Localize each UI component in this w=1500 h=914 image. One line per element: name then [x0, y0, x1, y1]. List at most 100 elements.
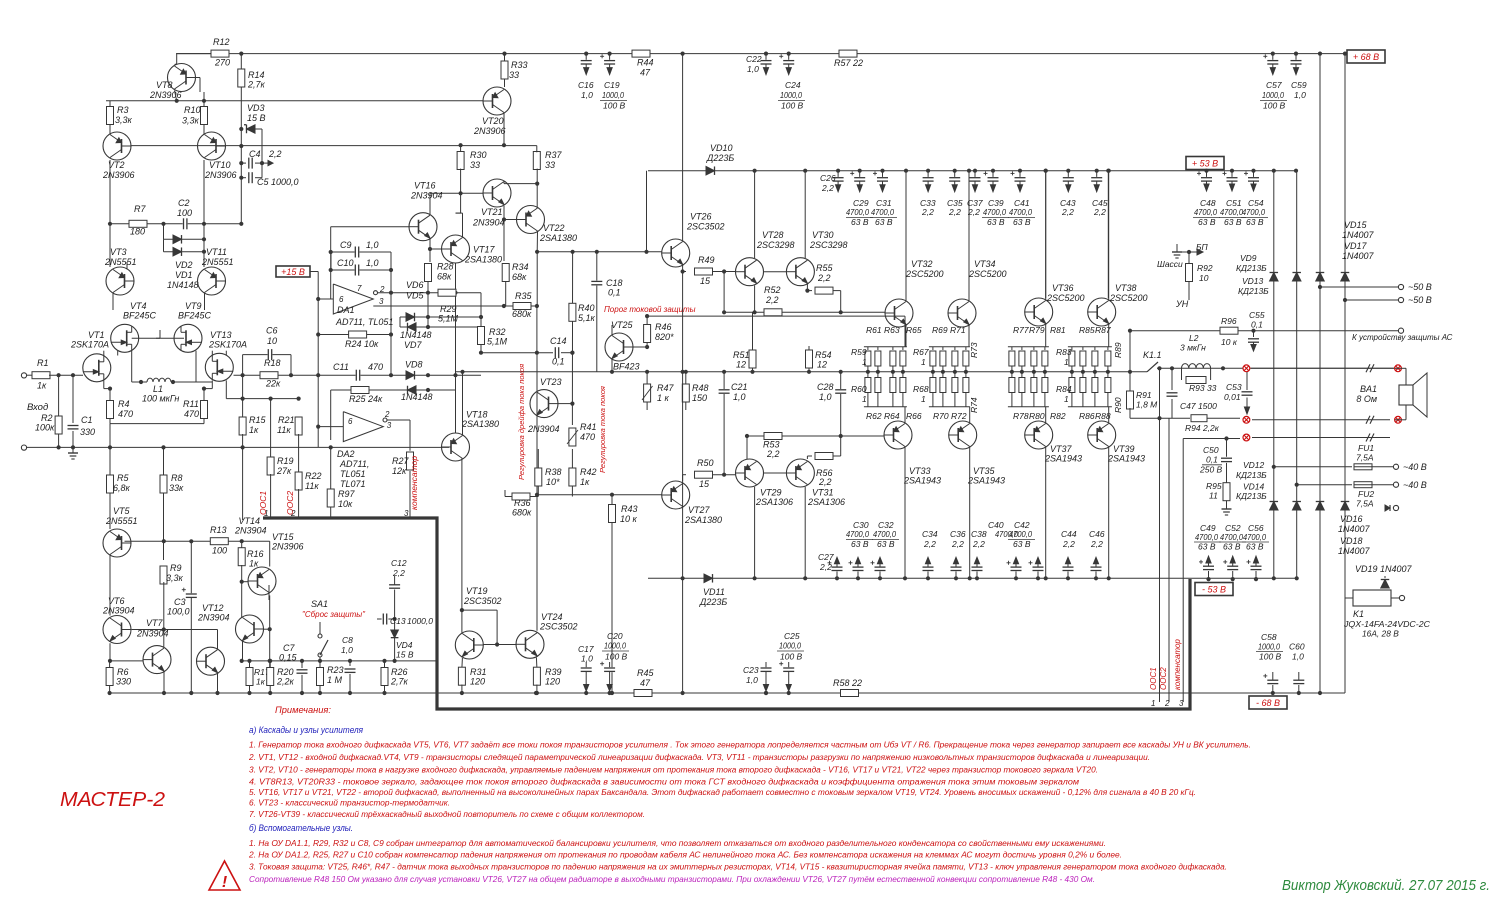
svg-text:VD4: VD4	[396, 640, 413, 650]
svg-text:2,2: 2,2	[923, 539, 936, 549]
svg-text:63 В: 63 В	[1223, 542, 1241, 552]
svg-text:R22: R22	[305, 471, 322, 481]
svg-text:C1: C1	[81, 415, 93, 425]
svg-text:R87: R87	[1095, 325, 1111, 335]
svg-text:63 В: 63 В	[1013, 217, 1031, 227]
svg-text:C22: C22	[746, 54, 762, 64]
svg-text:1,0: 1,0	[581, 90, 593, 100]
svg-text:7,5А: 7,5А	[1356, 453, 1374, 463]
svg-text:R56: R56	[816, 468, 833, 478]
svg-text:R38: R38	[545, 467, 562, 477]
svg-text:R44: R44	[637, 58, 654, 68]
svg-text:2SA1380: 2SA1380	[684, 515, 722, 525]
svg-text:VT22: VT22	[543, 223, 565, 233]
svg-text:FU1: FU1	[1358, 443, 1374, 453]
svg-text:470: 470	[368, 362, 383, 372]
svg-text:63 В: 63 В	[1198, 217, 1216, 227]
svg-text:6,8к: 6,8к	[113, 483, 131, 493]
svg-text:2,2: 2,2	[1093, 207, 1106, 217]
svg-text:R2: R2	[41, 413, 53, 423]
svg-text:1к: 1к	[37, 381, 47, 391]
svg-text:1000,0: 1000,0	[779, 642, 801, 651]
svg-text:1 М: 1 М	[327, 675, 343, 685]
svg-text:R31: R31	[470, 667, 487, 677]
svg-text:Примечания:: Примечания:	[275, 705, 331, 715]
svg-text:47: 47	[640, 68, 651, 78]
svg-text:VD14: VD14	[1243, 482, 1265, 492]
svg-text:2N3904: 2N3904	[410, 191, 443, 201]
svg-text:1000,0: 1000,0	[602, 91, 624, 100]
svg-text:2,2к: 2,2к	[276, 677, 295, 687]
svg-text:6. VT23 - классический транзис: 6. VT23 - классический транзистор-термод…	[249, 798, 450, 808]
svg-text:R66: R66	[906, 411, 922, 421]
svg-text:1,0: 1,0	[366, 258, 379, 268]
svg-text:VT20: VT20	[482, 116, 504, 126]
svg-text:R25 24к: R25 24к	[349, 394, 383, 404]
svg-text:R84: R84	[1056, 384, 1072, 394]
svg-text:VT3: VT3	[110, 247, 127, 257]
svg-text:+ 68 В: + 68 В	[1353, 52, 1379, 62]
svg-text:VT4: VT4	[130, 301, 147, 311]
svg-text:Вход: Вход	[27, 402, 48, 413]
svg-text:R27: R27	[392, 456, 410, 466]
svg-text:1,0: 1,0	[746, 675, 758, 685]
svg-text:63 В: 63 В	[877, 539, 895, 549]
svg-text:R69: R69	[932, 325, 948, 335]
svg-text:AD711, TL051: AD711, TL051	[335, 317, 393, 327]
svg-text:R89: R89	[1113, 342, 1123, 358]
svg-text:2,2: 2,2	[972, 539, 985, 549]
svg-text:2SA1380: 2SA1380	[461, 419, 499, 429]
svg-text:C31: C31	[876, 198, 892, 208]
svg-text:C21: C21	[731, 382, 748, 392]
svg-text:R53: R53	[763, 440, 780, 450]
svg-text:100 В: 100 В	[605, 652, 628, 662]
svg-text:R95: R95	[1206, 481, 1222, 491]
svg-text:680к: 680к	[512, 508, 532, 518]
svg-text:VD2: VD2	[175, 260, 193, 270]
svg-text:R64: R64	[884, 411, 900, 421]
svg-text:2N5551: 2N5551	[201, 257, 234, 267]
svg-text:VD11: VD11	[703, 587, 725, 597]
svg-text:470: 470	[184, 409, 199, 419]
svg-text:1N4007: 1N4007	[1338, 546, 1371, 556]
svg-text:R70: R70	[933, 411, 949, 421]
svg-text:R88: R88	[1095, 411, 1111, 421]
svg-text:R92: R92	[1197, 263, 1213, 273]
svg-text:2SA1380: 2SA1380	[464, 255, 502, 265]
svg-text:330: 330	[116, 677, 131, 687]
svg-text:C37: C37	[967, 198, 983, 208]
svg-text:R68: R68	[913, 384, 929, 394]
svg-text:C7: C7	[283, 643, 295, 653]
svg-text:15: 15	[700, 276, 711, 286]
svg-text:VT37: VT37	[1050, 444, 1073, 454]
svg-text:VT17: VT17	[473, 245, 496, 255]
svg-text:Регулировка тока покоя: Регулировка тока покоя	[598, 386, 607, 473]
svg-text:Сопротивление R48 150 Ом указа: Сопротивление R48 150 Ом указано для слу…	[249, 874, 1095, 884]
svg-text:15: 15	[699, 479, 710, 489]
svg-text:ООС2: ООС2	[285, 491, 295, 515]
svg-text:2,2: 2,2	[948, 207, 961, 217]
svg-text:27к: 27к	[276, 466, 292, 476]
svg-text:6: 6	[348, 417, 353, 426]
svg-text:68к: 68к	[437, 272, 452, 282]
svg-text:1,0: 1,0	[1292, 652, 1304, 662]
svg-text:2SC3502: 2SC3502	[539, 622, 578, 632]
svg-text:2: 2	[384, 410, 390, 419]
svg-text:63 В: 63 В	[1198, 542, 1216, 552]
svg-text:1000,0: 1000,0	[1262, 91, 1284, 100]
svg-text:250 В: 250 В	[1199, 465, 1223, 475]
svg-text:1: 1	[862, 394, 867, 404]
svg-text:3,3к: 3,3к	[182, 116, 200, 126]
svg-text:C36: C36	[950, 529, 966, 539]
svg-text:R81: R81	[1050, 325, 1066, 335]
svg-text:R11: R11	[183, 399, 199, 409]
svg-text:2SA1943: 2SA1943	[1044, 454, 1082, 464]
svg-text:VT36: VT36	[1052, 283, 1074, 293]
svg-text:7: 7	[357, 284, 362, 293]
svg-text:C24: C24	[785, 80, 801, 90]
svg-text:10к: 10к	[338, 499, 353, 509]
svg-text:C11: C11	[333, 362, 349, 372]
svg-text:1: 1	[1064, 394, 1069, 404]
svg-text:C2: C2	[178, 198, 190, 208]
svg-text:R23: R23	[327, 665, 344, 675]
